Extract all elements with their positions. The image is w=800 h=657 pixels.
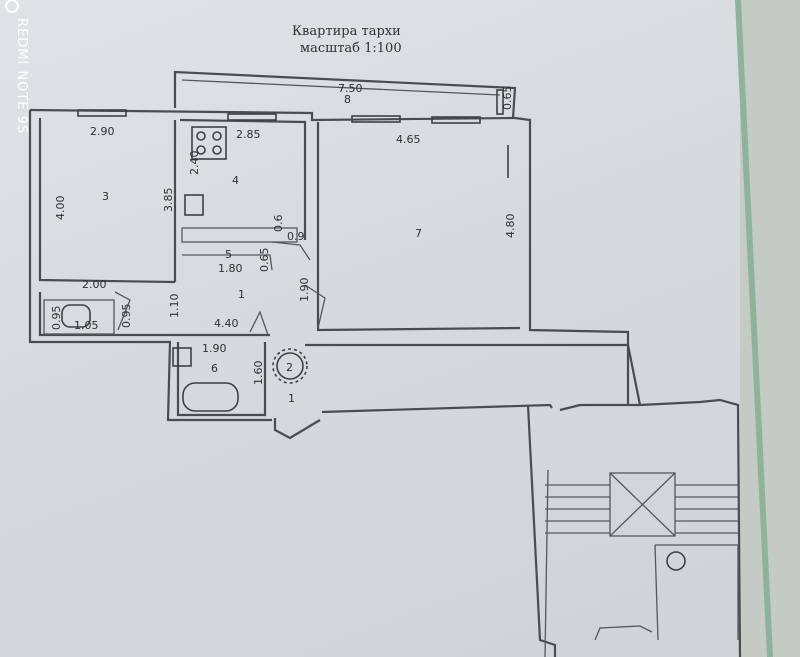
toilet-icon bbox=[61, 304, 91, 328]
elevator-cross-2 bbox=[609, 472, 676, 537]
dimension-label: 0.9 bbox=[287, 230, 305, 243]
room-number-5: 5 bbox=[225, 248, 232, 261]
drain-icon bbox=[666, 551, 686, 571]
kitchen-counter bbox=[181, 227, 298, 243]
bathroom-walls bbox=[176, 342, 267, 417]
dimension-label: 2.40 bbox=[188, 151, 201, 176]
entry-corridor-wall bbox=[321, 403, 553, 414]
stair-north-east-wall bbox=[559, 398, 742, 657]
window-icon bbox=[431, 116, 481, 124]
dimension-label: 2.90 bbox=[90, 125, 115, 138]
dimension-label: 0.65 bbox=[258, 248, 271, 273]
dimension-label: 1.10 bbox=[168, 294, 181, 319]
balcony-outline bbox=[173, 70, 517, 119]
wc-door-swing bbox=[114, 291, 131, 331]
stair-landing bbox=[655, 544, 739, 640]
corridor-north-wall bbox=[305, 343, 642, 406]
room7-walls bbox=[316, 122, 521, 332]
room-number-8: 8 bbox=[344, 93, 351, 106]
dimension-label: 1.90 bbox=[298, 278, 311, 303]
door-swing bbox=[304, 284, 326, 329]
door-swing bbox=[249, 310, 269, 336]
room-number-2: 2 bbox=[286, 361, 293, 374]
door-swing bbox=[271, 241, 311, 261]
plan-title: Квартира тархи bbox=[292, 24, 401, 39]
stove-icon bbox=[191, 126, 227, 160]
window-icon bbox=[351, 115, 401, 123]
closet-5-outline bbox=[182, 254, 273, 271]
stair-west-wall bbox=[526, 404, 557, 657]
dimension-label: 2.00 bbox=[82, 278, 107, 291]
balcony-door-icon bbox=[496, 89, 504, 115]
dimension-label: 4.65 bbox=[396, 133, 421, 146]
dimension-label: 1.80 bbox=[218, 262, 243, 275]
dimension-label: 1.05 bbox=[74, 319, 99, 332]
room-number-6: 6 bbox=[211, 362, 218, 375]
stair-landing-wall bbox=[654, 544, 659, 641]
dimension-label: 2.85 bbox=[236, 128, 261, 141]
window-icon bbox=[227, 113, 277, 121]
dimension-label: 1.60 bbox=[252, 361, 265, 386]
room-number-4: 4 bbox=[232, 174, 239, 187]
burner-icon bbox=[196, 131, 206, 141]
entry-door-swing bbox=[273, 418, 321, 440]
balcony-rail bbox=[181, 79, 501, 96]
stair-inner-wall bbox=[544, 469, 549, 657]
dimension-label: 0.95 bbox=[120, 304, 133, 329]
room-number-3: 3 bbox=[102, 190, 109, 203]
page-border-line bbox=[735, 0, 773, 657]
room-2-marker-outer bbox=[272, 348, 308, 384]
camera-watermark: REDMI NOTE 9S bbox=[14, 18, 29, 134]
corridor-south-wall bbox=[38, 292, 270, 337]
room3-inner-wall bbox=[38, 118, 176, 284]
dimension-label: 0.65 bbox=[501, 86, 514, 111]
outer-wall-north-east bbox=[29, 108, 630, 405]
room-number-1b: 1 bbox=[288, 392, 295, 405]
dimension-label: 4.00 bbox=[54, 196, 67, 221]
dimension-label: 0.95 bbox=[50, 306, 63, 331]
burner-icon bbox=[212, 131, 222, 141]
burner-icon bbox=[196, 145, 206, 155]
outer-wall-west-south bbox=[28, 110, 272, 422]
plan-scale: масштаб 1:100 bbox=[300, 41, 402, 56]
room-number-7: 7 bbox=[415, 227, 422, 240]
dimension-label: 0.6 bbox=[272, 215, 285, 233]
bathroom-sink-icon bbox=[172, 347, 192, 367]
page-edge bbox=[740, 0, 800, 657]
watermark-logo-icon bbox=[5, 0, 19, 13]
window-icon bbox=[77, 109, 127, 117]
dimension-label: 1.90 bbox=[202, 342, 227, 355]
kitchen-sink-icon bbox=[184, 194, 204, 216]
dimension-label: 4.80 bbox=[504, 214, 517, 239]
wc-outline bbox=[43, 299, 115, 335]
dimension-label: 3.85 bbox=[162, 188, 175, 213]
stair-door bbox=[594, 625, 653, 641]
kitchen-walls bbox=[179, 118, 307, 240]
room-2-marker bbox=[276, 352, 304, 380]
dimension-label: 4.40 bbox=[214, 317, 239, 330]
elevator-shaft bbox=[609, 472, 676, 537]
burner-icon bbox=[212, 145, 222, 155]
dimension-label: 7.50 bbox=[338, 82, 363, 95]
bathtub-icon bbox=[182, 382, 239, 412]
room-number-1: 1 bbox=[238, 288, 245, 301]
